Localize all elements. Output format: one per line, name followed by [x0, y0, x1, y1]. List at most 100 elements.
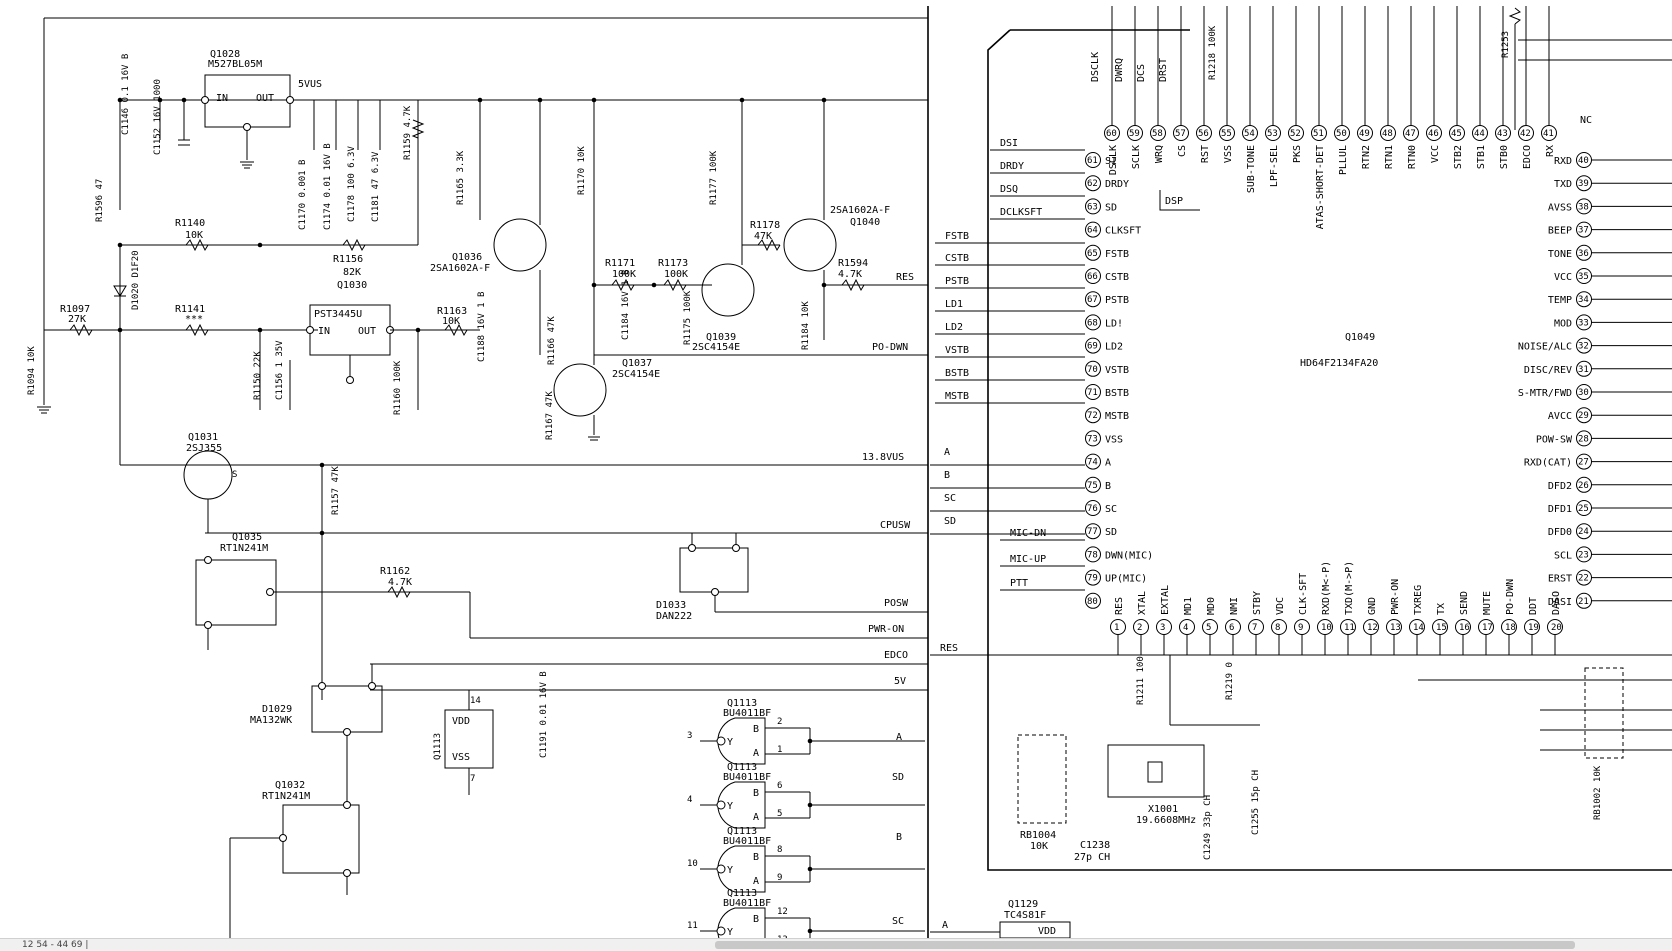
- ic-pin-num: 74: [1087, 458, 1098, 468]
- ic-pin-name: DFD2: [1548, 481, 1572, 492]
- r1097-value: 27K: [68, 314, 86, 325]
- ic-pin-name: VDC: [1275, 597, 1286, 615]
- ic-pin-num: 33: [1578, 318, 1589, 328]
- bus-label-dclksft: DCLKSFT: [1000, 207, 1042, 218]
- status-bar: 12 54 - 44 69 |: [0, 938, 1672, 951]
- left-bus-labels: DSIDRDYDSQDCLKSFTFSTBCSTBPSTBLD1LD2VSTBB…: [930, 138, 1085, 655]
- gate-part: BU4011BF: [723, 898, 771, 909]
- ic-pin-name: STBY: [1252, 591, 1263, 615]
- ic-pin-num: 32: [1578, 342, 1589, 352]
- q1036-ref: Q1036: [452, 252, 482, 263]
- ic-pin-name: WRQ: [1154, 145, 1165, 163]
- net-sc: SC: [944, 493, 956, 504]
- ic-pin-name: TXD: [1554, 179, 1572, 190]
- ic-pin-num: 20: [1551, 623, 1562, 633]
- d1029-ref: D1029: [262, 704, 292, 715]
- ic-pin-name: PWR-ON: [1390, 579, 1401, 615]
- ic-pin-name: EXTAL: [1160, 585, 1171, 615]
- ic-pin-num: 21: [1578, 597, 1589, 607]
- ic-pin-num: 42: [1520, 129, 1531, 139]
- q1030-out-label: OUT: [358, 326, 376, 337]
- r1167-label: R1167 47K: [545, 391, 555, 440]
- fet-q1031: Q1031 2SJ355 S R1157 47K: [184, 432, 341, 700]
- r1594-label: R1594: [838, 258, 868, 269]
- net-pwr-on: PWR-ON: [868, 624, 904, 635]
- ic-pin-num: 53: [1267, 129, 1278, 139]
- ic-pin-name: MUTE: [1482, 591, 1493, 615]
- ic-pin-name: CSTB: [1105, 272, 1129, 283]
- ic-pin-num: 79: [1087, 574, 1098, 584]
- horizontal-scrollbar-thumb[interactable]: [715, 941, 1575, 949]
- ic-pin-num: 51: [1313, 129, 1324, 139]
- ic-pin-name: ERST: [1548, 574, 1572, 585]
- r1156-label: R1156: [333, 254, 363, 265]
- ic-pin-name: STB0: [1499, 145, 1510, 169]
- q1030-in-label: IN: [318, 326, 330, 337]
- ic-pin-num: 3: [1160, 623, 1165, 633]
- r1141-value: ***: [185, 314, 203, 325]
- q1037-ref: Q1037: [622, 358, 652, 369]
- ic-pin-name: TXD(M->P): [1344, 561, 1355, 615]
- ic-pin-num: 72: [1087, 411, 1098, 421]
- q1113-vdd: VDD: [452, 716, 470, 727]
- ic-pin-name: BSTB: [1105, 388, 1129, 399]
- bus-label-mstb: MSTB: [945, 391, 969, 402]
- net-res-1: RES: [896, 272, 914, 283]
- ic-pin-name: A: [1105, 458, 1111, 469]
- ic-pin-num: 27: [1578, 458, 1589, 468]
- ic-pin-name: ATAS-SHORT-DET: [1315, 145, 1326, 229]
- ic-pin-name: PKS: [1292, 145, 1303, 163]
- net-5vus: 5VUS: [298, 79, 322, 90]
- ic-pin-num: 35: [1578, 272, 1589, 282]
- r1178-value: 47K: [754, 231, 772, 242]
- gate-b-label: B: [753, 914, 759, 925]
- nc-label: NC: [1580, 115, 1592, 126]
- r1163-value: 10K: [442, 316, 460, 327]
- r1162-value: 4.7K: [388, 577, 412, 588]
- regulator-q1030: PST3445U Q1030 IN OUT R1160 100K R1150 2…: [253, 280, 480, 415]
- d1033-ref: D1033: [656, 600, 686, 611]
- net-a-3: A: [942, 920, 948, 931]
- q1129-vdd: VDD: [1038, 926, 1056, 937]
- ic-pin-num: 10: [1321, 623, 1332, 633]
- gate-pin-in: 10: [687, 859, 698, 869]
- q1039-part: 2SC4154E: [692, 342, 740, 353]
- gate-a-label: A: [753, 748, 759, 759]
- ic-pin-name: S-MTR/FWD: [1518, 388, 1572, 399]
- ic-pin-name: MD1: [1183, 597, 1194, 615]
- q1032-ref: Q1032: [275, 780, 305, 791]
- ic-pin-name: RTN1: [1384, 145, 1395, 169]
- transistor-q1036: R1165 3.3K Q1036 2SA1602A-F C1188 16V 1 …: [430, 98, 557, 440]
- net-cpusw: CPUSW: [880, 520, 911, 531]
- r1166-label: R1166 47K: [547, 316, 557, 365]
- ic-pin-num: 62: [1087, 179, 1098, 189]
- r1170-label: R1170 10K: [577, 146, 587, 195]
- cap-bank: C1170 0.001 B C1174 0.01 16V B C1178 100…: [298, 100, 423, 245]
- ic-pin-num: 75: [1087, 481, 1098, 491]
- ic-pin-name: RTN2: [1361, 145, 1372, 169]
- r1157-label: R1157 47K: [331, 466, 341, 515]
- q1028-out-label: OUT: [256, 93, 274, 104]
- ic-pin-name: DRDY: [1105, 179, 1129, 190]
- ic-pin-num: 46: [1428, 129, 1439, 139]
- net-5v: 5V: [894, 676, 906, 687]
- net-sd-2: SD: [892, 772, 904, 783]
- ic-pin-name: POW-SW: [1536, 434, 1573, 445]
- x1001-ref: X1001: [1148, 804, 1178, 815]
- ic-pin-name: NOISE/ALC: [1518, 342, 1572, 353]
- c1255-label: C1255 15p CH: [1251, 770, 1261, 835]
- transistor-q1040: R1178 47K 2SA1602A-F Q1040 R1594 4.7K R1…: [742, 98, 928, 350]
- ic-pin-num: 16: [1459, 623, 1470, 633]
- c1238-ref: C1238: [1080, 840, 1110, 851]
- page-indicator: 12 54 - 44 69 |: [22, 939, 88, 951]
- ic-pin-name: TEMP: [1548, 295, 1572, 306]
- c1156-label: C1156 1 35V: [275, 340, 285, 400]
- r1171-label: R1171: [605, 258, 635, 269]
- ic-pin-num: 50: [1336, 129, 1347, 139]
- nand-gates: Q1113BU4011BFY3BA21Q1113BU4011BFY4BA65Q1…: [687, 698, 925, 938]
- bus-label-ld1: LD1: [945, 299, 963, 310]
- gate-pin-a: 2: [777, 717, 782, 727]
